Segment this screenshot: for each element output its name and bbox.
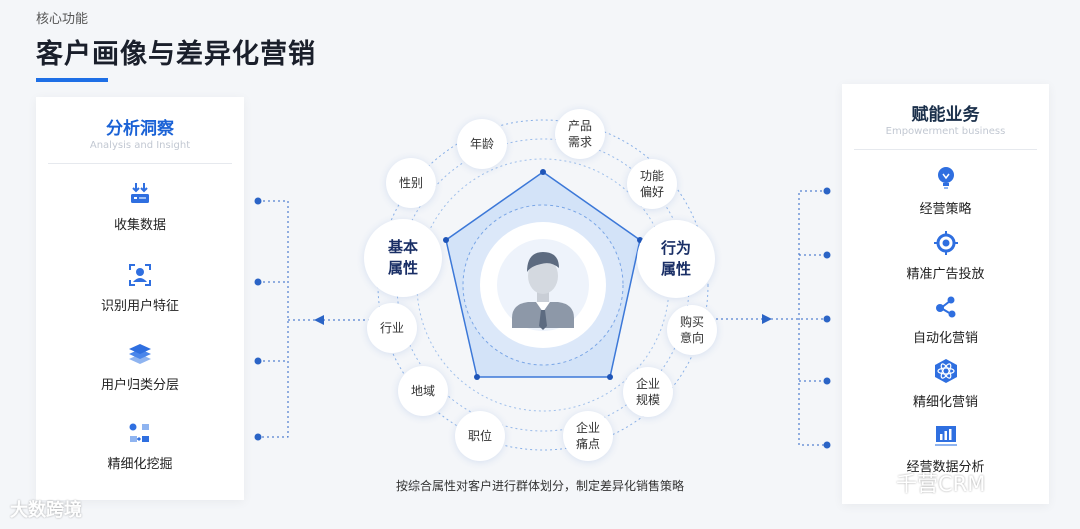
bubble-company-size: 企业 规模 <box>623 367 673 417</box>
watermark-left: 大数跨境 <box>10 500 82 521</box>
right-item-label: 自动化营销 <box>912 331 978 346</box>
right-item-label: 精细化营销 <box>912 395 978 410</box>
right-item-label: 精准广告投放 <box>906 267 985 282</box>
left-item-user-segment: 用户归类分层 <box>36 340 244 393</box>
right-item-data-analysis: 经营数据分析 <box>842 422 1049 475</box>
empowerment-panel: 赋能业务 Empowerment business 经营策略 精准广告投放 自动… <box>842 84 1049 504</box>
left-item-label: 用户归类分层 <box>100 378 179 393</box>
bubble-purchase-intent: 购买 意向 <box>667 305 717 355</box>
section-subtitle: 核心功能 <box>36 12 89 27</box>
title-underline <box>36 78 108 82</box>
left-item-label: 识别用户特征 <box>100 299 179 314</box>
empowerment-panel-subtitle: Empowerment business <box>885 126 1006 137</box>
target-icon <box>933 231 958 255</box>
analysis-panel-subtitle: Analysis and Insight <box>89 140 191 151</box>
left-connector-dots <box>254 197 324 441</box>
right-item-business-strategy: 经营策略 <box>842 164 1049 217</box>
left-item-collect-data: 收集数据 <box>36 180 244 233</box>
right-item-ad-targeting: 精准广告投放 <box>842 229 1049 282</box>
bubble-industry: 行业 <box>367 303 417 353</box>
right-item-auto-marketing: 自动化营销 <box>842 293 1049 346</box>
layers-icon <box>129 344 151 364</box>
left-item-label: 收集数据 <box>113 218 166 233</box>
left-item-identify-user: 识别用户特征 <box>36 261 244 314</box>
lightbulb-icon <box>937 167 954 189</box>
empowerment-panel-title: 赋能业务 <box>911 105 980 125</box>
share-nodes-icon <box>935 296 955 318</box>
bar-chart-icon <box>934 426 957 446</box>
right-connectors <box>716 190 827 446</box>
bubble-basic-attributes: 基本 属性 <box>364 219 442 297</box>
analysis-panel-title: 分析洞察 <box>106 119 174 139</box>
left-item-label: 精细化挖掘 <box>107 457 173 472</box>
bubble-company-pain-point: 企业 痛点 <box>563 411 613 461</box>
bubble-gender: 性别 <box>386 158 436 208</box>
page-title: 客户画像与差异化营销 <box>36 39 316 70</box>
right-item-label: 经营数据分析 <box>906 460 985 475</box>
user-id-icon <box>129 264 151 286</box>
left-connectors <box>258 200 372 438</box>
right-item-precision-marketing: 精细化营销 <box>842 357 1049 410</box>
mining-icon <box>129 423 149 442</box>
right-item-label: 经营策略 <box>919 202 972 217</box>
bubble-behavior-attributes: 行为 属性 <box>637 220 715 298</box>
user-avatar-icon <box>512 252 574 330</box>
bubble-product-demand: 产品 需求 <box>555 109 605 159</box>
bubble-region: 地域 <box>398 366 448 416</box>
bubble-feature-preference: 功能 偏好 <box>627 159 677 209</box>
bubble-age: 年龄 <box>457 119 507 169</box>
analysis-panel: 分析洞察 Analysis and Insight 收集数据 识别用户特征 用户… <box>36 97 244 500</box>
panel-divider <box>854 149 1037 150</box>
data-collect-icon <box>131 183 149 203</box>
left-item-deep-mining: 精细化挖掘 <box>36 419 244 472</box>
diagram-caption: 按综合属性对客户进行群体划分，制定差异化销售策略 <box>395 479 684 493</box>
right-connector-dots <box>762 187 831 449</box>
bubble-job-title: 职位 <box>455 411 505 461</box>
atom-icon <box>934 359 957 383</box>
panel-divider <box>48 163 232 164</box>
watermark-right: 千营CRM <box>896 472 986 496</box>
